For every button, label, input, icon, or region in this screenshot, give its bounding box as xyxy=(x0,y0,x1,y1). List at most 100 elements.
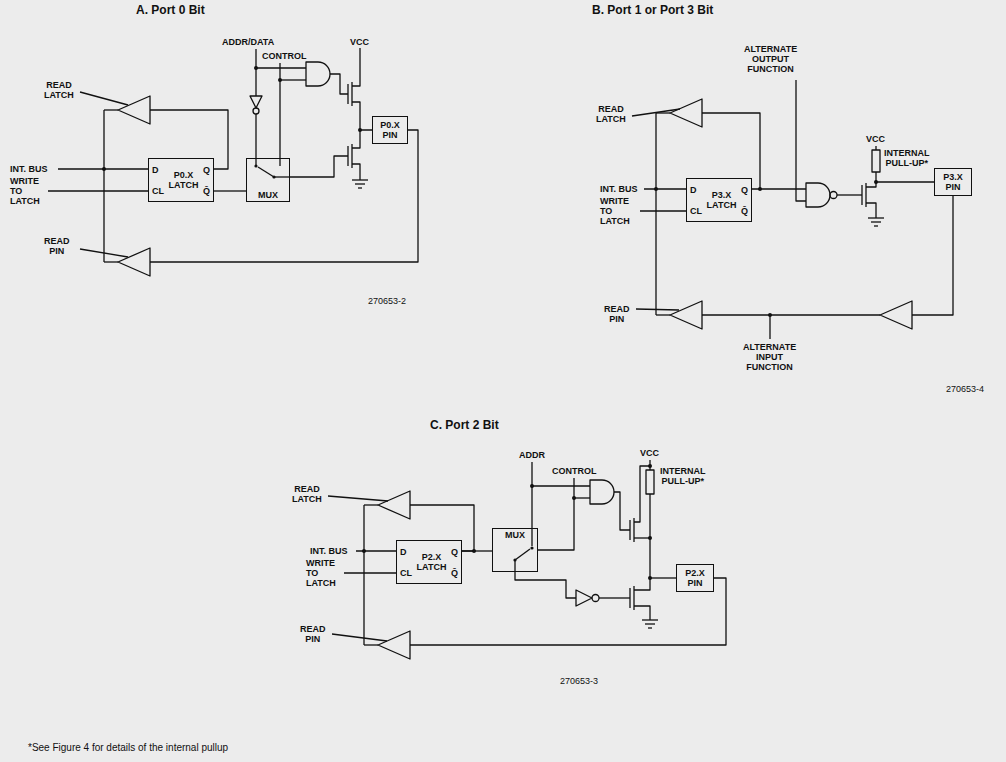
signal-wire xyxy=(769,315,770,339)
clock-wire xyxy=(344,572,396,573)
control-wire xyxy=(574,497,590,498)
junction-dot xyxy=(254,66,258,70)
enable-wire xyxy=(636,309,679,310)
clock-pin-label: CL xyxy=(400,568,412,578)
inverter-symbol xyxy=(576,590,592,606)
switch-contact xyxy=(530,546,533,549)
control-wire xyxy=(280,79,306,80)
component-label: INTERNAL PULL-UP* xyxy=(660,466,705,486)
signal-wire xyxy=(410,578,726,645)
port2-circuit xyxy=(328,460,726,659)
inverter-bubble xyxy=(253,108,259,114)
switch-blade xyxy=(515,549,530,560)
buffer-symbol xyxy=(118,248,150,276)
signal-wire xyxy=(912,196,953,315)
output-wire xyxy=(876,181,934,182)
buffer-symbol xyxy=(118,96,150,124)
mux-label: MUX xyxy=(258,190,278,200)
bus-wire xyxy=(644,188,686,189)
and-gate xyxy=(590,480,614,504)
fet-gate xyxy=(629,520,630,540)
bus-wire xyxy=(103,110,104,262)
buffer-symbol xyxy=(880,301,912,329)
bus-label: INT. BUS xyxy=(10,164,48,174)
signal-wire xyxy=(255,49,256,96)
signal-wire xyxy=(702,314,880,315)
ground-symbol xyxy=(871,221,881,222)
supply-label: VCC xyxy=(640,448,659,458)
junction-dot xyxy=(278,78,282,82)
enable-wire xyxy=(632,109,680,116)
switch-contact xyxy=(254,164,257,167)
supply-wire xyxy=(352,48,360,86)
input-pin-label: D xyxy=(152,165,164,175)
ground-symbol xyxy=(648,627,652,628)
pin-box: P3.X PIN xyxy=(934,168,972,196)
signal-label: WRITE TO LATCH xyxy=(600,196,630,226)
output-pin-label: Q xyxy=(741,185,748,195)
signal-wire xyxy=(760,188,806,189)
clock-wire xyxy=(48,190,148,191)
mux-box: MUX xyxy=(492,528,538,572)
junction-dot xyxy=(648,464,652,468)
gate-wire xyxy=(837,194,862,195)
output-wire xyxy=(352,102,372,130)
enable-wire xyxy=(80,92,128,105)
inverted-output-label: Q̄ xyxy=(451,568,458,578)
ground-symbol xyxy=(355,183,365,184)
signal-wire xyxy=(150,110,228,169)
pin-name: P3.X PIN xyxy=(943,172,963,192)
ground-symbol xyxy=(358,187,362,188)
bus-wire xyxy=(363,505,364,645)
ground-symbol xyxy=(868,217,884,218)
buffer-symbol xyxy=(670,301,702,329)
enable-wire xyxy=(332,634,387,641)
junction-dot xyxy=(758,187,762,191)
port0-circuit xyxy=(48,48,418,276)
signal-label: ALTERNATE OUTPUT FUNCTION xyxy=(744,44,797,74)
figure-heading: A. Port 0 Bit xyxy=(136,3,205,17)
signal-wire xyxy=(515,560,576,598)
bus-label: INT. BUS xyxy=(600,184,638,194)
signal-label: READ PIN xyxy=(604,304,630,324)
gate-wire xyxy=(330,74,348,94)
ground-symbol xyxy=(874,225,878,226)
ground-symbol xyxy=(642,619,658,620)
bus-wire xyxy=(364,504,378,505)
enable-wire xyxy=(80,249,128,257)
buffer-symbol xyxy=(378,631,410,659)
signal-wire xyxy=(796,80,806,201)
clock-pin-label: CL xyxy=(152,186,164,196)
buffer-symbol xyxy=(670,99,702,127)
mux-label: MUX xyxy=(505,530,525,540)
ground-wire xyxy=(634,606,650,620)
pin-name: P0.X PIN xyxy=(380,120,400,140)
latch-name: P3.X LATCH xyxy=(707,190,737,210)
ground-symbol xyxy=(645,623,655,624)
supply-wire xyxy=(875,146,876,150)
junction-dot xyxy=(654,187,658,191)
supply-label: VCC xyxy=(866,134,885,144)
pullup-resistor xyxy=(646,470,654,494)
ground-wire xyxy=(352,164,360,180)
switch-blade xyxy=(258,167,274,177)
junction-dot xyxy=(362,549,366,553)
input-pin-label: D xyxy=(690,185,702,195)
signal-wire xyxy=(274,176,290,177)
gate-wire xyxy=(599,597,630,598)
clock-pin-label: CL xyxy=(690,206,702,216)
signal-label: WRITE TO LATCH xyxy=(10,176,40,206)
buffer-symbol xyxy=(378,491,410,519)
bus-wire xyxy=(104,109,118,110)
input-pin-label: D xyxy=(400,547,412,557)
output-wire xyxy=(634,537,650,538)
signal-label: ALTERNATE INPUT FUNCTION xyxy=(743,342,796,372)
signal-label: ADDR/DATA xyxy=(222,37,274,47)
signal-wire xyxy=(531,462,532,546)
signal-label: READ PIN xyxy=(44,236,70,256)
mux-box: MUX xyxy=(246,158,290,202)
